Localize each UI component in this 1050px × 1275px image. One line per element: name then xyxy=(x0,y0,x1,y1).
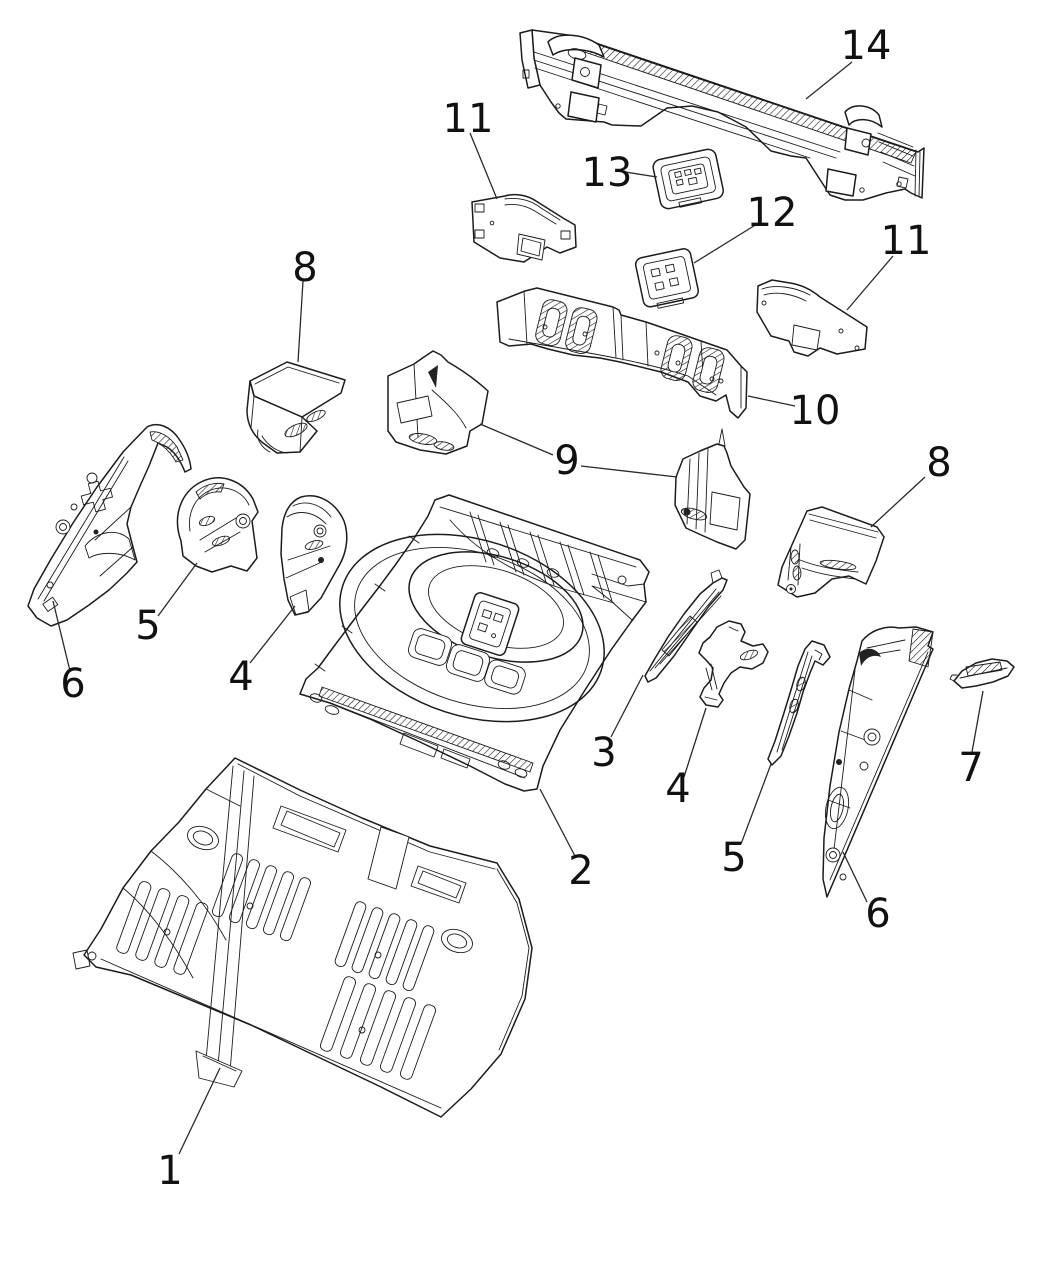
callout-label-6-left[interactable]: 6 xyxy=(60,661,85,707)
callout-label-11-right[interactable]: 11 xyxy=(881,218,932,264)
callout-label-6-right[interactable]: 6 xyxy=(865,891,890,937)
part-drawing-13 xyxy=(652,148,724,210)
callout-label-3[interactable]: 3 xyxy=(591,730,616,776)
part-drawing-6-left xyxy=(27,423,192,627)
part-drawing-4-right xyxy=(698,620,769,708)
part-drawing-4-left xyxy=(280,495,348,616)
callout-label-5-right[interactable]: 5 xyxy=(721,835,746,881)
part-drawing-9-right xyxy=(674,428,751,550)
callout-label-8-right[interactable]: 8 xyxy=(926,440,951,486)
part-drawing-5-left xyxy=(176,477,259,573)
part-drawing-2 xyxy=(299,494,650,792)
callout-label-4-left[interactable]: 4 xyxy=(228,654,253,700)
callout-label-9[interactable]: 9 xyxy=(554,438,579,484)
part-drawing-9-left xyxy=(387,350,489,455)
callout-label-7[interactable]: 7 xyxy=(958,745,983,791)
callout-label-8-left[interactable]: 8 xyxy=(292,245,317,291)
part-drawing-14 xyxy=(519,29,925,201)
callout-label-5-left[interactable]: 5 xyxy=(135,603,160,649)
part-drawing-8-right xyxy=(777,506,885,598)
callout-label-4-right[interactable]: 4 xyxy=(665,766,690,812)
part-drawing-6-right xyxy=(822,626,934,898)
callout-label-14[interactable]: 14 xyxy=(841,23,892,69)
part-drawing-7 xyxy=(949,658,1015,689)
callout-label-12[interactable]: 12 xyxy=(747,190,798,236)
part-drawing-11-left xyxy=(471,193,577,263)
part-drawing-8-left xyxy=(246,361,346,454)
part-drawing-10 xyxy=(496,287,748,419)
part-drawing-11-right xyxy=(756,279,868,357)
part-drawing-5-right xyxy=(767,640,831,766)
callout-label-13[interactable]: 13 xyxy=(582,150,633,196)
part-drawing-3 xyxy=(644,569,728,683)
callout-label-10[interactable]: 10 xyxy=(790,388,841,434)
callout-label-11-left[interactable]: 11 xyxy=(443,96,494,142)
callout-label-1[interactable]: 1 xyxy=(157,1148,182,1194)
leader-lines xyxy=(52,61,984,1155)
part-drawing-12 xyxy=(634,248,700,309)
callout-label-2[interactable]: 2 xyxy=(568,848,593,894)
part-drawing-1 xyxy=(72,757,533,1118)
